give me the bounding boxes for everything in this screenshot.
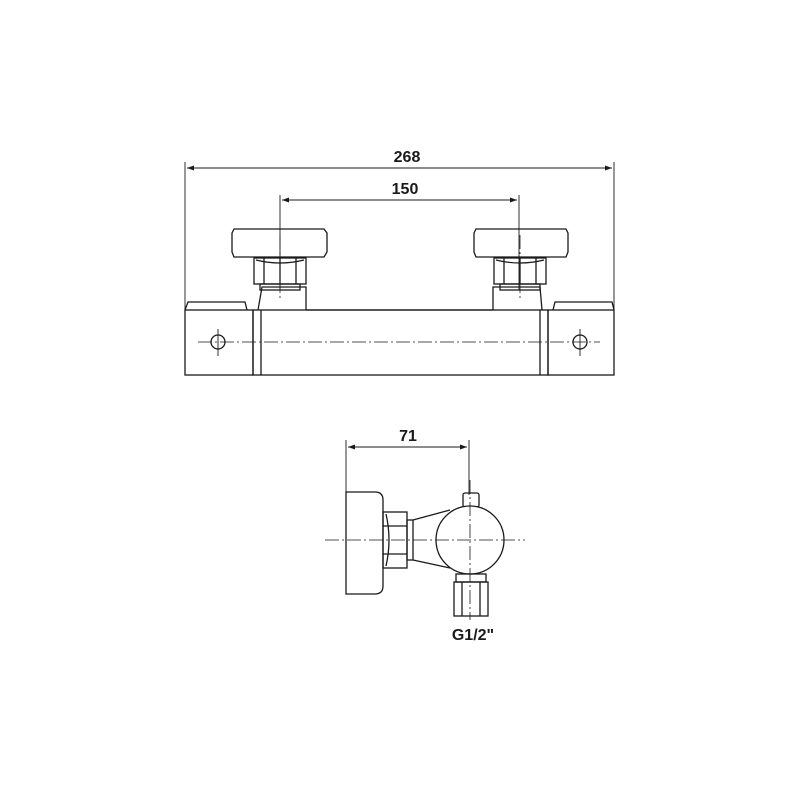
- front-view: 268 150: [184, 149, 615, 376]
- right-end-cap: [547, 301, 615, 376]
- left-inlet: [231, 228, 328, 300]
- valve-body: [252, 309, 549, 376]
- top-bridge: [257, 286, 543, 311]
- thread-label-outlet: G1/2": [452, 627, 494, 644]
- outlet-fitting: [453, 573, 489, 617]
- dimension-depth: 71: [345, 428, 470, 495]
- left-end-cap: [184, 301, 254, 376]
- wall-flange: [345, 491, 384, 595]
- dimension-label-depth: 71: [399, 428, 417, 445]
- dimension-inlet-spacing: 150: [279, 181, 520, 290]
- dimension-label-inlet-spacing: 150: [392, 181, 419, 198]
- dimension-label-overall-width: 268: [394, 149, 421, 166]
- right-inlet: [473, 228, 569, 300]
- side-view: 71 G1/2": [325, 428, 525, 644]
- top-knob: [462, 492, 480, 508]
- side-body: [412, 509, 451, 569]
